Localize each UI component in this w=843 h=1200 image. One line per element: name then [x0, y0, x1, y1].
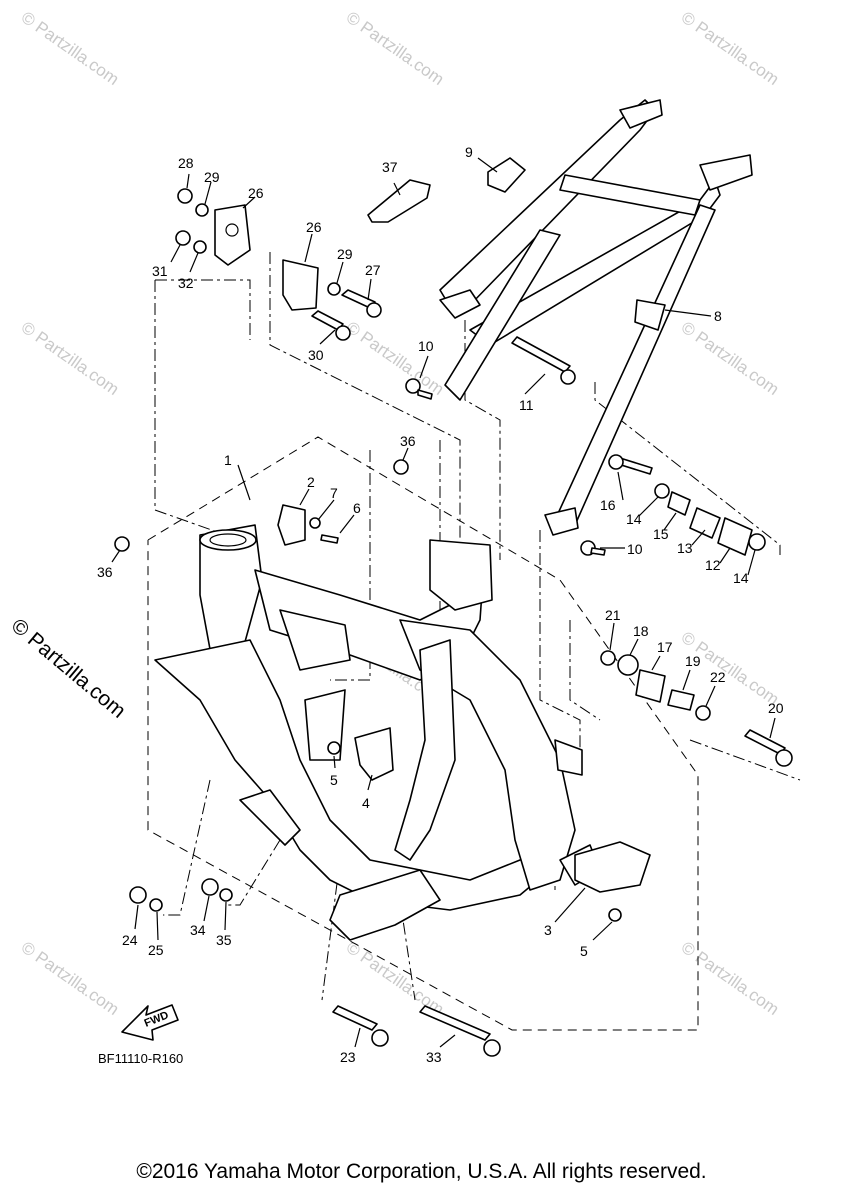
callout-17: 17 — [657, 639, 673, 655]
callout-24: 24 — [122, 932, 138, 948]
callout-1: 1 — [224, 452, 232, 468]
callout-29: 29 — [337, 246, 353, 262]
callout-27: 27 — [365, 262, 381, 278]
engine-mount-plate — [214, 204, 251, 266]
callout-15: 15 — [653, 526, 669, 542]
side-watermark: © Partzilla.com — [7, 614, 130, 723]
callout-13: 13 — [677, 540, 693, 556]
watermark: © Partzilla.com — [343, 318, 448, 399]
assembly-dashed-lines — [147, 252, 801, 1031]
callout-22: 22 — [710, 669, 726, 685]
callout-29: 29 — [204, 169, 220, 185]
part-37-bracket — [367, 179, 431, 223]
watermark: © Partzilla.com — [343, 8, 448, 89]
callout-35: 35 — [216, 932, 232, 948]
callout-labels: 1 2 3 4 5 5 6 7 8 9 10 10 11 12 13 14 14… — [97, 144, 784, 1065]
callout-16: 16 — [600, 497, 616, 513]
engine-mount-plate — [282, 259, 319, 311]
callout-9: 9 — [465, 144, 473, 160]
callout-3: 3 — [544, 922, 552, 938]
watermark: © Partzilla.com — [18, 938, 123, 1019]
callout-28: 28 — [178, 155, 194, 171]
callout-21: 21 — [605, 607, 621, 623]
callout-37: 37 — [382, 159, 398, 175]
diagram-code: BF11110-R160 — [98, 1051, 183, 1066]
callout-34: 34 — [190, 922, 206, 938]
watermark: © Partzilla.com — [678, 8, 783, 89]
watermark: © Partzilla.com — [343, 938, 448, 1019]
watermark: © Partzilla.com — [678, 318, 783, 399]
callout-19: 19 — [685, 653, 701, 669]
callout-12: 12 — [705, 557, 721, 573]
watermark: © Partzilla.com — [678, 938, 783, 1019]
callout-20: 20 — [768, 700, 784, 716]
callout-36: 36 — [400, 433, 416, 449]
callout-11: 11 — [519, 397, 534, 413]
watermark: © Partzilla.com — [18, 318, 123, 399]
callout-26: 26 — [248, 185, 264, 201]
callout-26: 26 — [306, 219, 322, 235]
callout-32: 32 — [178, 275, 194, 291]
hardware-parts — [114, 188, 793, 1057]
callout-5: 5 — [330, 772, 338, 788]
callout-6: 6 — [353, 500, 361, 516]
callout-14: 14 — [626, 511, 642, 527]
callout-31: 31 — [152, 263, 168, 279]
callout-14: 14 — [733, 570, 749, 586]
callout-2: 2 — [307, 474, 315, 490]
callout-4: 4 — [362, 795, 370, 811]
callout-23: 23 — [340, 1049, 356, 1065]
callout-8: 8 — [714, 308, 722, 324]
watermark: © Partzilla.com — [18, 8, 123, 89]
callout-33: 33 — [426, 1049, 442, 1065]
callout-7: 7 — [330, 485, 338, 501]
leader-lines — [111, 157, 776, 1048]
callout-5: 5 — [580, 943, 588, 959]
callout-30: 30 — [308, 347, 324, 363]
callout-25: 25 — [148, 942, 164, 958]
part-9-block — [487, 157, 526, 193]
callout-10: 10 — [418, 338, 434, 354]
copyright-notice: ©2016 Yamaha Motor Corporation, U.S.A. A… — [136, 1160, 707, 1183]
callout-36: 36 — [97, 564, 113, 580]
callout-18: 18 — [633, 623, 649, 639]
rear-subframe-part — [439, 99, 753, 536]
callout-10: 10 — [627, 541, 643, 557]
forward-direction-arrow: FWD — [121, 1004, 179, 1041]
